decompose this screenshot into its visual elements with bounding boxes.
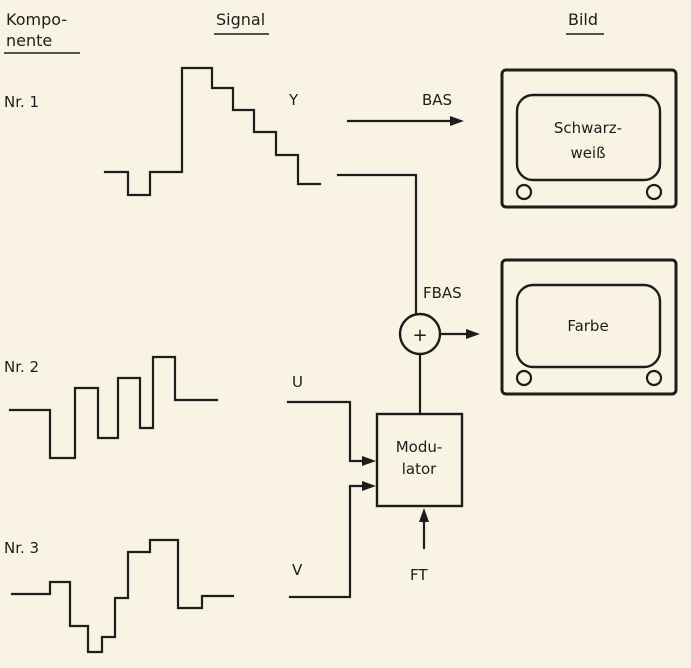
label-u: U [292, 373, 303, 391]
waveform-v [10, 538, 235, 654]
label-nr3: Nr. 3 [4, 539, 39, 557]
tv-color-knob-left [515, 369, 533, 387]
waveform-y [103, 66, 322, 197]
tv-bw-knob-right [645, 183, 663, 201]
ft-input-arrow [419, 508, 429, 550]
u-input-arrow [286, 400, 376, 466]
tv-color-label: Farbe [567, 317, 608, 335]
label-fbas: FBAS [423, 284, 462, 302]
label-nr2: Nr. 2 [4, 358, 39, 376]
label-ft: FT [410, 566, 428, 584]
waveform-u [8, 355, 219, 460]
header-signal: Signal [216, 10, 265, 29]
tv-bw-label-line2: weiß [570, 144, 605, 162]
v-input-arrow [288, 481, 376, 599]
column-headers: Kompo- nente Signal Bild [4, 10, 604, 54]
tv-color-housing [500, 258, 678, 396]
tv-bw-screen [515, 93, 662, 182]
label-nr1: Nr. 1 [4, 93, 39, 111]
header-picture: Bild [568, 10, 598, 29]
adder: + [398, 312, 442, 356]
tv-bw-label-line1: Schwarz- [554, 119, 622, 137]
label-bas: BAS [422, 91, 452, 109]
tv-color: Farbe [500, 258, 678, 396]
label-v: V [292, 561, 303, 579]
modulator-label-line1: Modu- [396, 438, 443, 456]
tv-bw-knob-left [515, 183, 533, 201]
modulator-box [375, 412, 464, 508]
tv-black-white: Schwarz- weiß [500, 68, 678, 209]
label-y: Y [288, 91, 299, 109]
bas-arrow [346, 116, 464, 126]
modulator-block: Modu- lator [375, 412, 464, 508]
fbas-arrow [438, 329, 480, 339]
y-connection-line [336, 173, 418, 315]
adder-plus-symbol: + [412, 325, 427, 346]
tv-bw-housing [500, 68, 678, 209]
modulator-label-line2: lator [402, 460, 437, 478]
tv-color-knob-right [645, 369, 663, 387]
header-component-line1: Kompo- [6, 10, 67, 29]
header-component-line2: nente [6, 31, 52, 50]
tv-color-screen [515, 283, 662, 369]
